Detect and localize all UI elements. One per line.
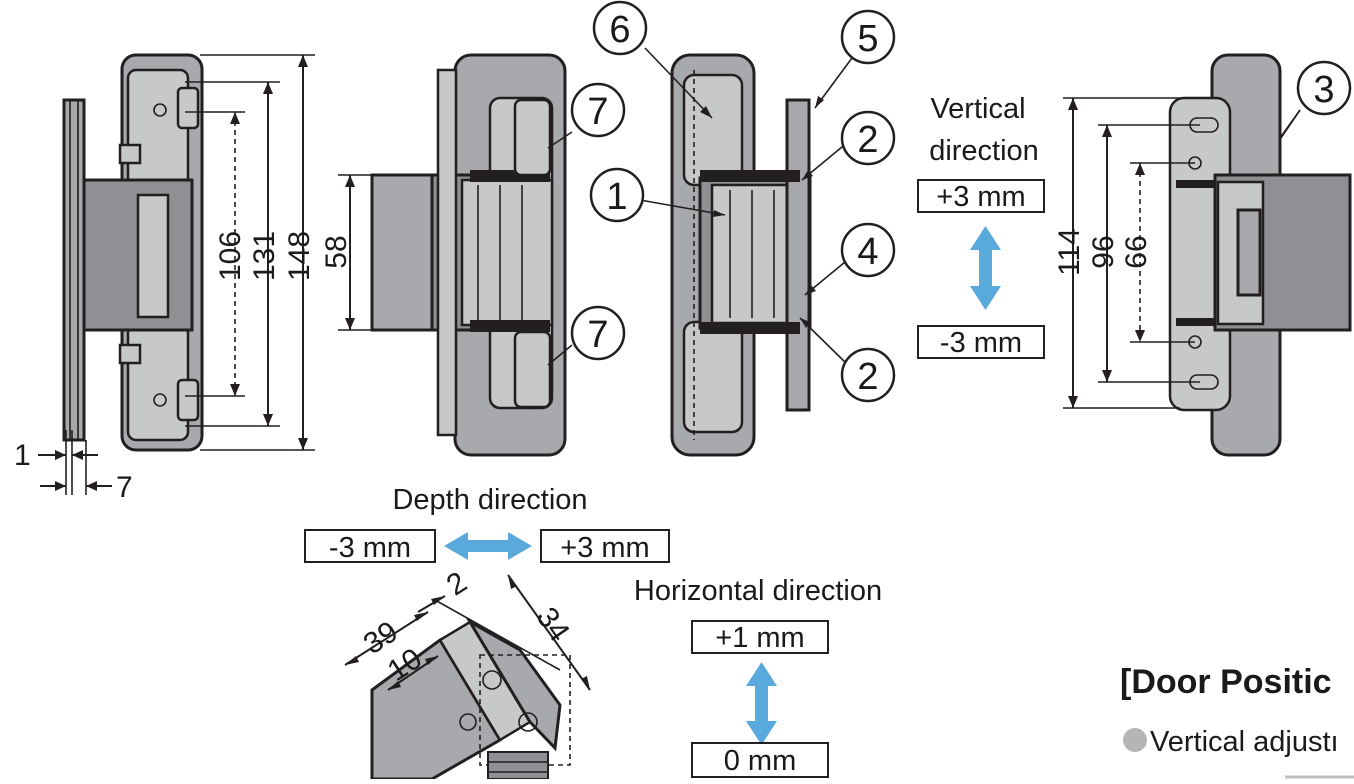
vertical-direction-label-line2: direction	[929, 135, 1039, 167]
svg-text:+3 mm: +3 mm	[560, 532, 649, 564]
horizontal-plus-box: +1 mm	[691, 620, 829, 654]
horizontal-arrow-icon	[746, 662, 777, 745]
dim-1: 1	[14, 439, 31, 472]
svg-text:7: 7	[587, 91, 608, 133]
horizontal-zero-box: 0 mm	[691, 742, 829, 778]
dim-34: 34	[530, 601, 576, 647]
hinge-side-view	[62, 53, 204, 452]
callout-3: 3	[1296, 60, 1352, 116]
callout-7-top: 7	[570, 82, 626, 138]
svg-text:5: 5	[857, 18, 878, 60]
svg-text:-3 mm: -3 mm	[329, 532, 411, 564]
dim-106: 106	[214, 231, 247, 281]
dim-96: 96	[1087, 235, 1120, 268]
dim-66: 66	[1120, 235, 1153, 268]
svg-text:2: 2	[857, 356, 878, 398]
depth-arrow-icon	[444, 532, 532, 560]
bullet-icon	[1123, 728, 1147, 752]
dim-lines-view2	[338, 174, 378, 331]
dim-lines-iso	[344, 574, 591, 691]
callout-1: 1	[589, 167, 645, 223]
hinge-rear-view	[670, 53, 812, 457]
depth-minus-box: -3 mm	[304, 529, 436, 564]
horizontal-direction-label: Horizontal direction	[634, 575, 882, 607]
svg-text:7: 7	[587, 314, 608, 356]
vertical-arrow-icon	[970, 226, 1001, 310]
svg-text:+1 mm: +1 mm	[715, 622, 804, 654]
vertical-minus-box: -3 mm	[917, 325, 1045, 359]
hinge-right-view	[1168, 53, 1352, 457]
svg-text:3: 3	[1313, 69, 1334, 111]
vertical-plus-box: +3 mm	[917, 179, 1045, 213]
bullet-text: Vertical adjustı	[1150, 726, 1339, 758]
dim-lines-view1	[38, 54, 315, 495]
dim-148: 148	[283, 231, 316, 281]
callout-5: 5	[840, 9, 896, 65]
svg-text:2: 2	[857, 119, 878, 161]
dim-7: 7	[116, 471, 133, 504]
callout-2-bottom: 2	[840, 347, 896, 403]
callout-6: 6	[592, 0, 648, 56]
callout-4: 4	[840, 222, 896, 278]
section-heading: [Door Positic	[1120, 663, 1332, 701]
svg-text:+3 mm: +3 mm	[936, 181, 1025, 213]
dim-58: 58	[320, 235, 353, 268]
callout-7-bottom: 7	[570, 305, 626, 361]
vertical-direction-label-line1: Vertical	[930, 93, 1025, 125]
dim-131: 131	[248, 231, 281, 281]
svg-text:-3 mm: -3 mm	[940, 327, 1022, 359]
svg-text:0 mm: 0 mm	[724, 745, 797, 777]
hinge-iso-view	[370, 617, 571, 781]
dim-114: 114	[1053, 228, 1086, 276]
depth-plus-box: +3 mm	[540, 529, 670, 564]
svg-text:4: 4	[857, 231, 878, 273]
callout-2-top: 2	[840, 110, 896, 166]
dim-2: 2	[441, 566, 473, 603]
depth-direction-label: Depth direction	[392, 484, 587, 516]
svg-text:6: 6	[609, 9, 630, 51]
svg-text:1: 1	[606, 176, 627, 218]
dim-lines-view4	[1063, 97, 1200, 409]
hinge-front-view	[370, 53, 567, 457]
